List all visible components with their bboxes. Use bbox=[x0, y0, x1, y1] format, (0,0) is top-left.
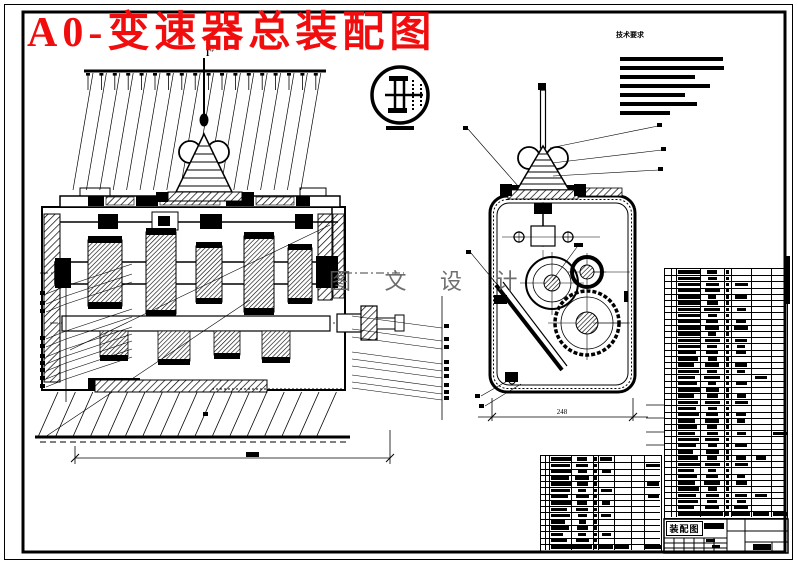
drawing-title: A0-变速器总装配图 bbox=[27, 10, 437, 56]
tech-note-line bbox=[620, 102, 697, 106]
side-view-gears bbox=[520, 252, 628, 360]
leader-line-fans bbox=[37, 72, 337, 438]
gear-cluster bbox=[87, 228, 313, 317]
main-assembly-view bbox=[35, 58, 405, 464]
side-view-dimensions bbox=[478, 243, 648, 422]
callout-rails bbox=[40, 263, 664, 446]
title-block-grid bbox=[663, 518, 789, 554]
technical-notes-heading: 技术要求 bbox=[616, 31, 644, 39]
tech-note-line bbox=[620, 111, 670, 115]
side-view-callouts bbox=[463, 123, 666, 408]
side-view-width-dimension: 248 bbox=[557, 408, 568, 416]
gear-shift-pattern-icon bbox=[370, 65, 430, 130]
parts-list-table bbox=[664, 268, 788, 519]
shift-lever bbox=[500, 83, 586, 260]
tech-note-line bbox=[620, 75, 695, 79]
tech-note-line bbox=[620, 84, 710, 88]
side-assembly-view bbox=[463, 83, 666, 422]
technical-notes: 技术要求 bbox=[616, 30, 724, 115]
tech-note-line bbox=[620, 57, 723, 61]
tech-note-line bbox=[620, 93, 685, 97]
tech-note-line bbox=[620, 66, 724, 70]
parts-list-table-secondary bbox=[540, 455, 662, 552]
title-block-drawing-name: 装配图 bbox=[666, 521, 703, 536]
watermark-text: 图 文 设 计 bbox=[329, 269, 527, 294]
section-label: Г′ bbox=[206, 48, 214, 58]
main-bottom-dimension bbox=[70, 430, 395, 464]
